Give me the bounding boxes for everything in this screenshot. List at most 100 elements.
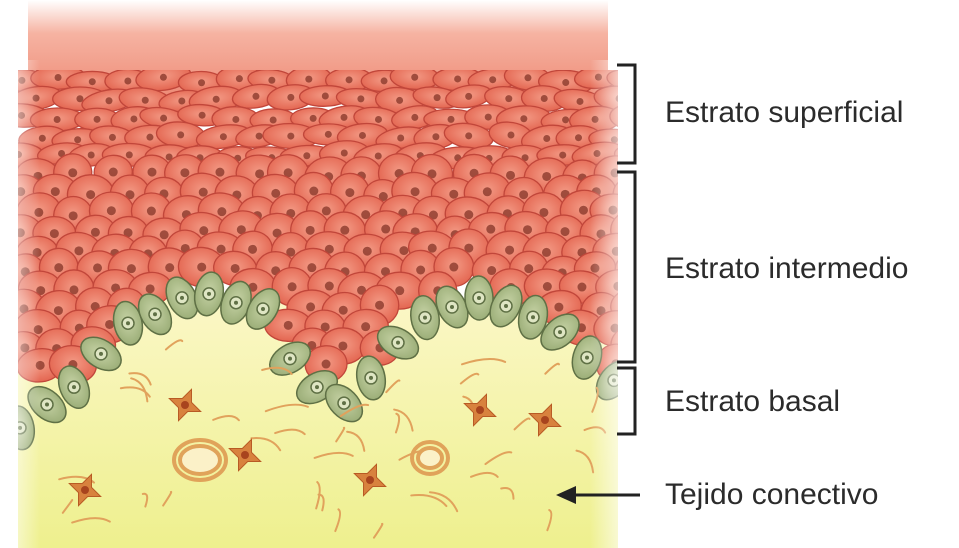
- cell-nucleus: [338, 341, 347, 350]
- cell-nucleus: [309, 187, 318, 196]
- cell-nucleus: [645, 168, 654, 177]
- cell-nucleus: [271, 189, 280, 198]
- label-tejido-conectivo: Tejido conectivo: [665, 480, 878, 510]
- cell-nucleus: [543, 135, 550, 142]
- cell-nucleus: [505, 246, 514, 255]
- cell-nucleus: [357, 95, 364, 102]
- cell-nucleus: [449, 190, 458, 199]
- cell-nucleus: [652, 96, 659, 103]
- cell-nucleus: [54, 306, 63, 315]
- cell-nucleus: [448, 116, 455, 123]
- cell-nucleus: [577, 283, 586, 292]
- cell-nucleus: [94, 116, 101, 123]
- cell-nucleus: [252, 93, 259, 100]
- cell-nucleus: [395, 286, 404, 295]
- cell-nucleus: [559, 152, 566, 159]
- cell-nucleus: [523, 225, 532, 234]
- cell-nucleus: [543, 282, 552, 291]
- cell-nucleus: [89, 78, 96, 85]
- cell-nucleus: [88, 151, 95, 158]
- cell-nucleus: [396, 97, 403, 104]
- cell-nucleus: [542, 248, 551, 257]
- cell-nucleus: [575, 134, 582, 141]
- cell-nucleus: [519, 190, 528, 199]
- cell-nucleus: [306, 302, 315, 311]
- cell-nucleus: [160, 74, 167, 81]
- cell-nucleus: [562, 116, 569, 123]
- cell-nucleus: [359, 132, 366, 139]
- cell-nucleus: [579, 206, 588, 215]
- cell-nucleus: [381, 77, 388, 84]
- cell-nucleus: [288, 282, 297, 291]
- cell-nucleus: [74, 246, 83, 255]
- cell-nucleus: [646, 211, 655, 220]
- cell-nucleus: [50, 229, 59, 238]
- cell-nucleus: [541, 95, 548, 102]
- cell-nucleus: [322, 206, 331, 215]
- cell-nucleus: [432, 133, 439, 140]
- cell-nucleus: [542, 172, 551, 181]
- cell-nucleus: [268, 77, 275, 84]
- blood-vessel: [418, 448, 442, 468]
- cell-nucleus: [339, 306, 348, 315]
- cell-nucleus: [124, 78, 131, 85]
- cell-nucleus: [520, 115, 527, 122]
- cell-nucleus: [454, 75, 461, 82]
- cell-nucleus: [146, 284, 155, 293]
- cell-nucleus: [524, 74, 531, 81]
- cell-nucleus: [287, 94, 294, 101]
- cell-nucleus: [325, 282, 334, 291]
- label-estrato-basal: Estrato basal: [665, 387, 840, 417]
- cell-nucleus: [486, 225, 495, 234]
- cell-nucleus: [86, 190, 95, 199]
- label-estrato-intermedio: Estrato intermedio: [665, 254, 908, 284]
- cell-nucleus: [375, 116, 382, 123]
- cell-nucleus: [177, 131, 184, 138]
- cell-nucleus: [361, 322, 370, 331]
- cell-nucleus: [232, 116, 239, 123]
- cell-nucleus: [178, 97, 185, 104]
- cell-nucleus: [236, 75, 243, 82]
- cell-nucleus: [109, 168, 118, 177]
- cell-nucleus: [416, 266, 425, 275]
- cell-nucleus: [215, 168, 224, 177]
- cell-nucleus: [381, 225, 390, 234]
- cell-nucleus: [106, 97, 113, 104]
- cell-nucleus: [554, 303, 563, 312]
- cell-nucleus: [109, 134, 116, 141]
- cell-nucleus: [91, 228, 100, 237]
- cell-nucleus: [465, 132, 472, 139]
- cell-nucleus: [307, 263, 316, 272]
- cell-nucleus: [55, 74, 62, 81]
- squamous-cell: [631, 305, 673, 344]
- cell-nucleus: [411, 187, 420, 196]
- cell-nucleus: [93, 263, 102, 272]
- cell-nucleus: [147, 168, 156, 177]
- cell-nucleus: [74, 136, 81, 143]
- cell-nucleus: [69, 211, 78, 220]
- cell-nucleus: [644, 283, 653, 292]
- cell-nucleus: [375, 152, 382, 159]
- cell-nucleus: [68, 168, 77, 177]
- cell-nucleus: [506, 171, 515, 180]
- cell-nucleus: [310, 115, 317, 122]
- cell-nucleus: [142, 97, 149, 104]
- blood-vessel: [180, 446, 220, 474]
- cell-nucleus: [449, 263, 458, 272]
- cell-nucleus: [411, 74, 418, 81]
- cell-nucleus: [198, 79, 205, 86]
- cell-nucleus: [647, 320, 656, 329]
- cell-nucleus: [322, 360, 331, 369]
- cell-nucleus: [180, 168, 189, 177]
- cell-nucleus: [322, 93, 329, 100]
- cell-nucleus: [375, 301, 384, 310]
- cell-nucleus: [411, 114, 418, 121]
- cell-nucleus: [306, 226, 315, 235]
- cell-nucleus: [127, 264, 136, 273]
- cell-nucleus: [270, 116, 277, 123]
- cell-nucleus: [303, 152, 310, 159]
- cell-nucleus: [340, 226, 349, 235]
- cell-nucleus: [341, 114, 348, 121]
- cell-nucleus: [54, 116, 61, 123]
- cell-nucleus: [160, 230, 169, 239]
